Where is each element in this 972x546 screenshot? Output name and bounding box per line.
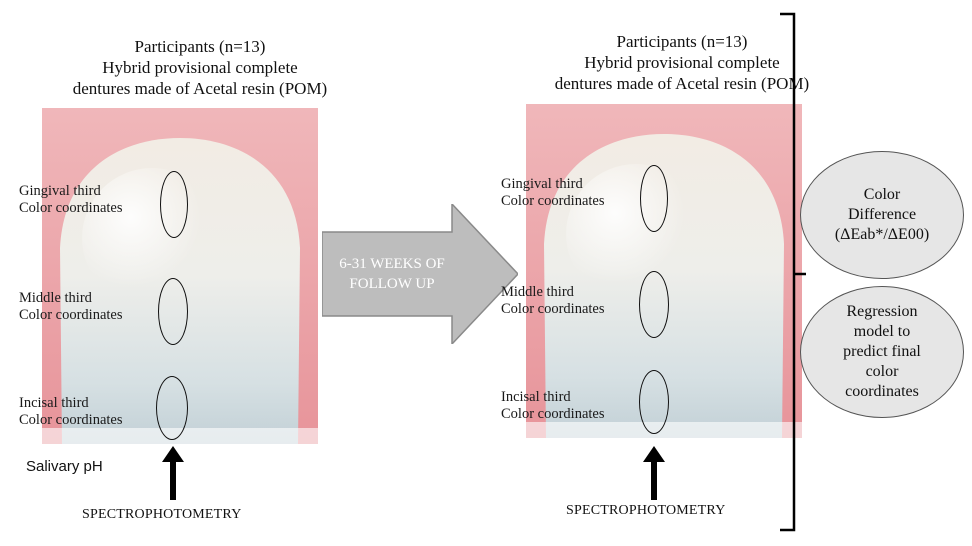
bracket — [760, 12, 810, 532]
left-up-arrow-icon — [162, 446, 184, 500]
left-incisal-label: Incisal third Color coordinates — [19, 395, 123, 429]
color-difference-text: Color Difference (ΔEab*/ΔE00) — [835, 185, 929, 245]
left-title-line3: dentures made of Acetal resin (POM) — [40, 78, 360, 99]
follow-up-text: 6-31 WEEKS OF FOLLOW UP — [322, 254, 462, 294]
follow-up-line2: FOLLOW UP — [322, 274, 462, 294]
follow-up-line1: 6-31 WEEKS OF — [322, 254, 462, 274]
left-incisal-line1: Incisal third — [19, 395, 123, 412]
left-incisal-line2: Color coordinates — [19, 412, 123, 429]
left-middle-oval — [158, 278, 188, 345]
right-incisal-line2: Color coordinates — [501, 406, 605, 423]
left-title-line2: Hybrid provisional complete — [40, 57, 360, 78]
right-gingival-label: Gingival third Color coordinates — [501, 176, 605, 210]
right-incisal-line1: Incisal third — [501, 389, 605, 406]
right-gingival-oval — [640, 165, 668, 232]
right-middle-line2: Color coordinates — [501, 301, 605, 318]
right-middle-oval — [639, 271, 669, 338]
regression-text: Regression model to predict final color … — [843, 302, 921, 402]
right-middle-line1: Middle third — [501, 284, 605, 301]
left-middle-line2: Color coordinates — [19, 307, 123, 324]
left-middle-line1: Middle third — [19, 290, 123, 307]
right-gingival-line2: Color coordinates — [501, 193, 605, 210]
left-gingival-oval — [160, 171, 188, 238]
left-gingival-line2: Color coordinates — [19, 200, 123, 217]
left-title-line1: Participants (n=13) — [40, 36, 360, 57]
salivary-ph-label: Salivary pH — [26, 458, 103, 475]
regression-ellipse: Regression model to predict final color … — [800, 286, 964, 418]
right-incisal-oval — [639, 370, 669, 434]
right-gingival-line1: Gingival third — [501, 176, 605, 193]
left-gingival-line1: Gingival third — [19, 183, 123, 200]
right-incisal-label: Incisal third Color coordinates — [501, 389, 605, 423]
left-middle-label: Middle third Color coordinates — [19, 290, 123, 324]
left-incisal-oval — [156, 376, 188, 440]
left-gingival-label: Gingival third Color coordinates — [19, 183, 123, 217]
left-spectrophotometry: SPECTROPHOTOMETRY — [82, 507, 242, 523]
right-up-arrow-icon — [643, 446, 665, 500]
right-middle-label: Middle third Color coordinates — [501, 284, 605, 318]
right-spectrophotometry: SPECTROPHOTOMETRY — [566, 503, 726, 519]
left-title: Participants (n=13) Hybrid provisional c… — [40, 36, 360, 99]
color-difference-ellipse: Color Difference (ΔEab*/ΔE00) — [800, 151, 964, 279]
